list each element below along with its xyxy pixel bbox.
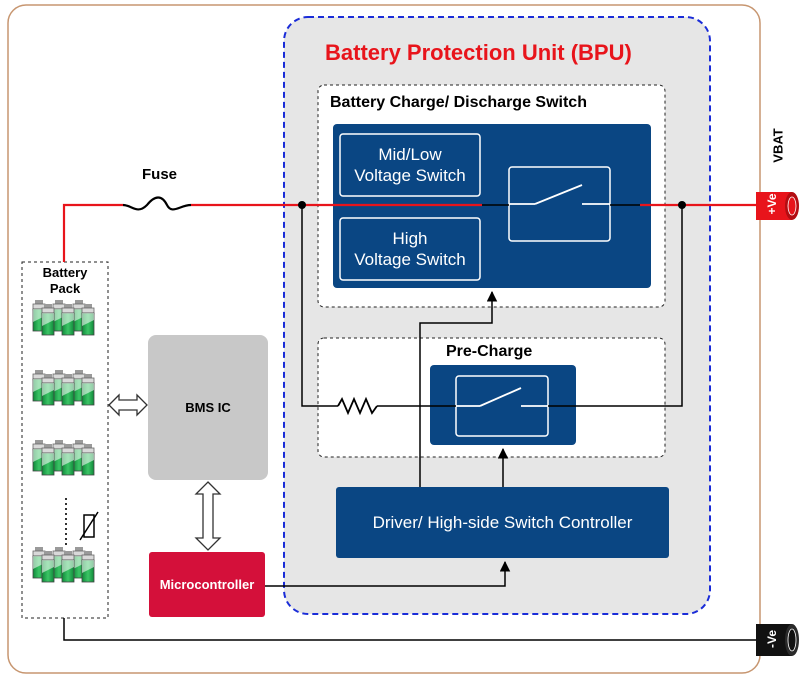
high-line2: Voltage Switch (354, 250, 466, 269)
vbat-label: VBAT (770, 128, 786, 163)
high-line1: High (392, 229, 428, 248)
bms-ic-block (148, 335, 268, 480)
signal-wires (63, 204, 756, 641)
bms-battery-link-arrow (108, 393, 148, 417)
battery-cells-icon (33, 547, 94, 582)
microcontroller-block (149, 552, 265, 617)
junction-dot (678, 201, 686, 209)
precharge-panel (430, 365, 576, 445)
switch-block-panel (333, 124, 651, 288)
main-switch-icon (509, 184, 610, 205)
precharge-switch-icon (456, 387, 548, 407)
microcontroller-label: Microcontroller (159, 577, 255, 592)
positive-terminal-label: +Ve (765, 193, 779, 215)
variable-resistor-icon (79, 511, 99, 541)
fuse-icon (122, 196, 192, 211)
positive-terminal-icon (756, 192, 799, 220)
bms-mcu-link-arrow (194, 481, 222, 551)
driver-panel (336, 487, 669, 558)
bpu-title: Battery Protection Unit (BPU) (325, 40, 632, 65)
mid-low-voltage-switch: Mid/Low Voltage Switch (340, 134, 480, 196)
battery-pack-line1: Battery (42, 265, 88, 280)
battery-pack-line2: Pack (49, 281, 81, 296)
battery-cells-icon (33, 300, 94, 335)
precharge-title: Pre-Charge (446, 343, 533, 360)
junction-dot (298, 201, 306, 209)
bms-ic-label: BMS IC (185, 400, 231, 415)
high-voltage-switch: High Voltage Switch (340, 218, 480, 280)
mid-low-line1: Mid/Low (378, 145, 442, 164)
negative-terminal-icon (756, 624, 799, 656)
mid-low-switch-box (339, 133, 481, 197)
main-power-line (62, 203, 756, 262)
mid-low-line2: Voltage Switch (354, 166, 466, 185)
fuse-label: Fuse (142, 166, 178, 183)
battery-cells-icon (33, 440, 94, 475)
driver-controller: Driver/ High-side Switch Controller (372, 512, 633, 532)
switch-block-title: Battery Charge/ Discharge Switch (330, 94, 587, 111)
battery-cells-icon (33, 370, 94, 405)
precharge-resistor-icon (337, 396, 378, 416)
high-switch-box (339, 217, 481, 281)
negative-terminal-label: -Ve (765, 630, 779, 649)
battery-pack-label: Battery Pack (22, 264, 108, 298)
